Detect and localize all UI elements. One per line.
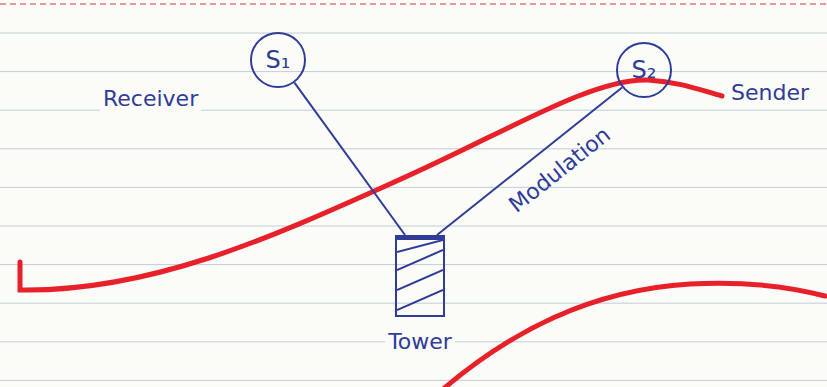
link-line — [294, 83, 405, 235]
ruled-line — [0, 187, 827, 188]
station-circle: S₂ — [616, 42, 672, 98]
ruled-line — [0, 380, 827, 381]
station-circle: S₁ — [250, 32, 306, 88]
tower-name: Tower — [385, 329, 455, 355]
tower-body — [395, 235, 445, 317]
red-mark — [20, 80, 722, 290]
ruled-line — [0, 33, 827, 34]
tower-node: Tower — [365, 235, 475, 355]
red-mark — [442, 283, 825, 387]
link-line — [437, 87, 622, 235]
hatch-line — [397, 290, 443, 310]
ruled-line — [0, 71, 827, 72]
hatch-line — [397, 250, 443, 270]
margin-line — [0, 3, 827, 5]
role-label: Receiver — [100, 86, 201, 112]
tower-hatch — [397, 240, 443, 315]
station-name: S₂ — [629, 56, 660, 85]
ruled-line — [0, 226, 827, 227]
hatch-line — [397, 240, 443, 252]
station-name: S₁ — [263, 46, 294, 75]
ruled-line — [0, 264, 827, 265]
ruled-line — [0, 148, 827, 149]
ruled-lines — [0, 33, 827, 380]
hatch-line — [397, 270, 443, 290]
role-label: Sender — [728, 80, 812, 106]
